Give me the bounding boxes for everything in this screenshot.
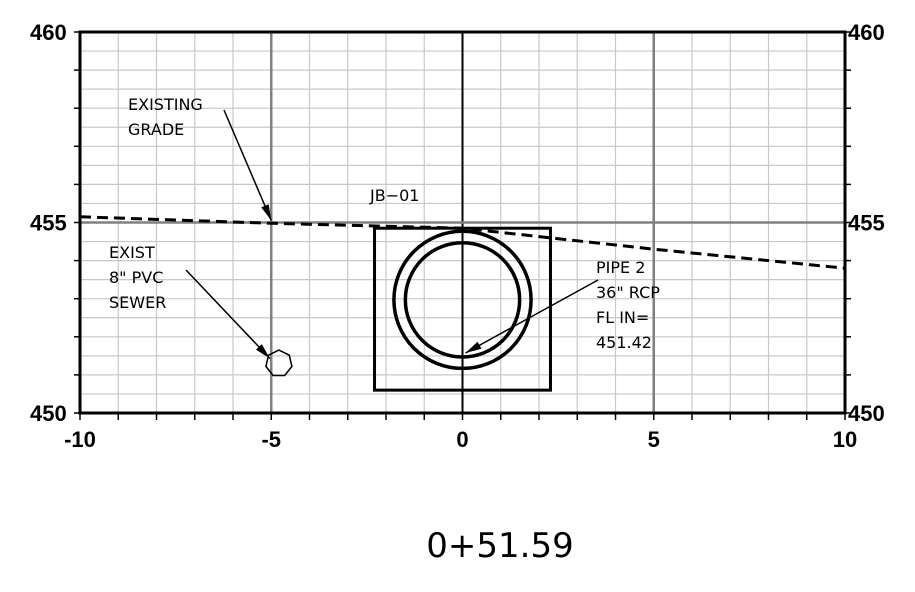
existing-grade-label-line-2: GRADE [128, 120, 184, 139]
existing-grade-label-line-1: EXISTING [128, 95, 203, 114]
pipe-leader-line [465, 279, 599, 354]
y-tick-label-right: 455 [848, 211, 885, 236]
plot-marks [79, 215, 846, 392]
x-tick-label: 5 [648, 427, 660, 452]
y-tick-label-right: 450 [848, 401, 885, 426]
pipe-label-line-1: PIPE 2 [596, 258, 645, 277]
grade-leader-line [223, 109, 272, 221]
grade-leader-arrowhead [261, 204, 272, 221]
y-tick-label-left: 460 [30, 20, 67, 45]
y-tick-label-right: 460 [848, 20, 885, 45]
pipe-outer-wall [392, 229, 533, 371]
sewer-label-line-2: 8" PVC [109, 268, 163, 287]
station-label: 0+51.59 [426, 526, 573, 566]
structure-id-label: JB−01 [369, 186, 419, 205]
y-tick-label-left: 450 [30, 401, 67, 426]
y-tick-label-left: 455 [30, 211, 67, 236]
existing-sewer-pipe [265, 349, 293, 377]
x-tick-label: -10 [64, 427, 96, 452]
axis-tick-labels: -10 -5 0 5 10 460 455 450 460 455 450 [30, 20, 885, 452]
annotations: EXISTING GRADE JB−01 EXIST 8" PVC SEWER … [109, 95, 660, 566]
x-tick-label: 0 [456, 427, 468, 452]
sewer-leader-line [185, 269, 271, 359]
pipe-leader-arrowhead [465, 341, 482, 353]
sewer-label-line-3: SEWER [109, 293, 166, 312]
pipe-label-line-2: 36" RCP [596, 283, 660, 302]
x-tick-label: 10 [833, 427, 857, 452]
pipe-inner-wall [403, 240, 522, 359]
sewer-label-line-1: EXIST [109, 243, 155, 262]
junction-box-outline [373, 226, 552, 392]
leader-lines [185, 109, 599, 359]
sewer-leader-arrowhead [255, 344, 270, 359]
pipe-label-line-4: 451.42 [596, 333, 652, 352]
x-tick-label: -5 [261, 427, 281, 452]
pipe-label-line-3: FL IN= [596, 308, 649, 327]
